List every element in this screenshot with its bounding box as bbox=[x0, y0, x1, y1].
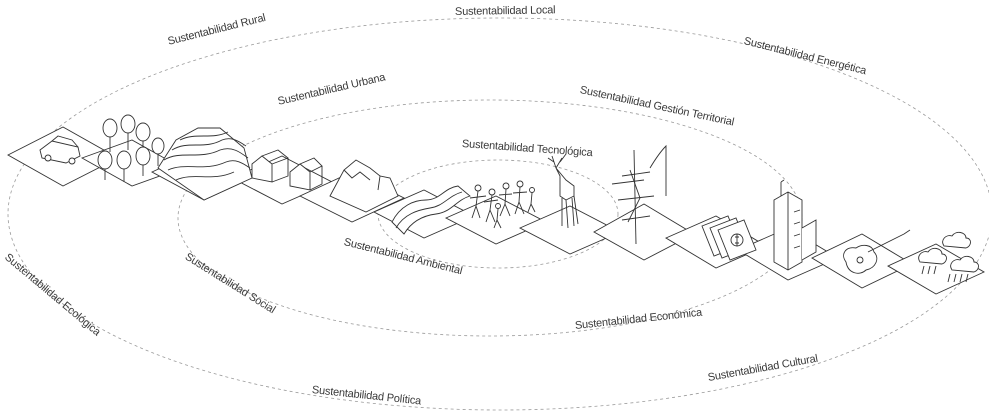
river-icon bbox=[391, 185, 471, 235]
mountain-icon bbox=[329, 159, 399, 213]
deer-icon bbox=[547, 153, 579, 229]
power-tower-icon bbox=[611, 144, 667, 245]
money-icon bbox=[701, 215, 757, 261]
terraced-hills-icon bbox=[157, 127, 253, 201]
car-icon bbox=[39, 135, 81, 165]
outer-orbit bbox=[7, 17, 989, 411]
people-icon bbox=[469, 180, 536, 229]
guitar-icon bbox=[843, 229, 911, 274]
houses-icon bbox=[251, 149, 323, 191]
skyscraper-icon bbox=[773, 179, 817, 271]
label-local: Sustentabilidad Local bbox=[454, 4, 556, 18]
trees-icon bbox=[97, 114, 165, 182]
rain-clouds-icon bbox=[918, 231, 979, 283]
